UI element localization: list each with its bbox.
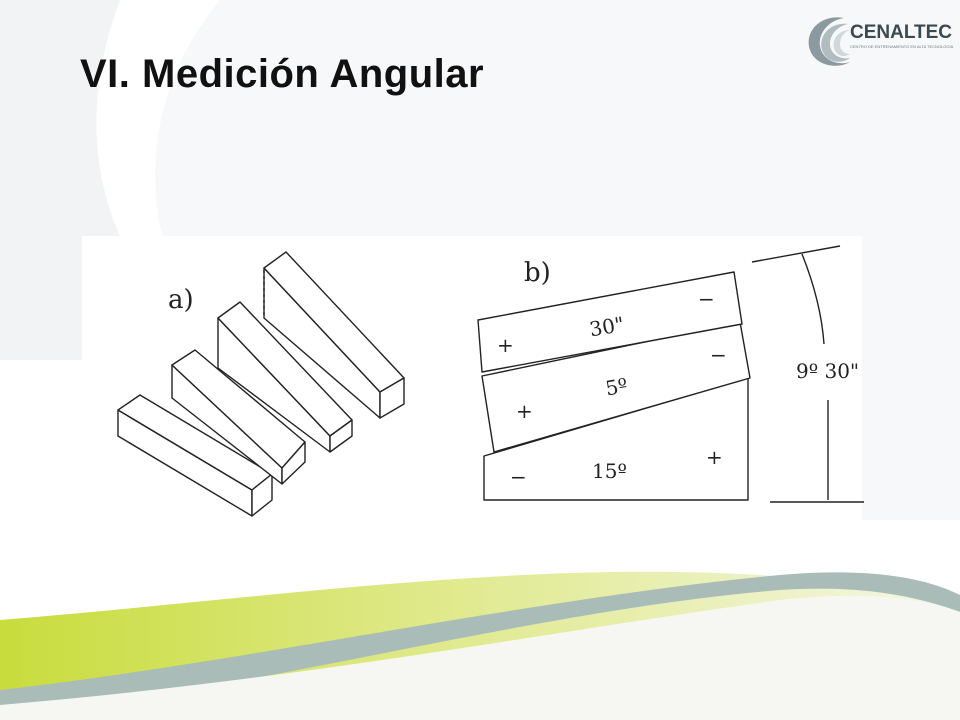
gauge-block-4: [263, 251, 405, 419]
result-angle-label: 9º 30": [796, 359, 859, 383]
gauge-block-3: [217, 301, 353, 453]
reference-top-line: [751, 245, 841, 263]
block-5-left-sign: +: [516, 399, 533, 423]
block-5-right-sign: −: [710, 343, 727, 367]
angle-block-30: [477, 271, 743, 373]
gauge-block-2: [171, 349, 306, 485]
logo-swirl-icon: [808, 17, 850, 66]
block-15-left-sign: −: [510, 465, 527, 489]
gauge-block-1: [117, 394, 273, 517]
figure-b-label: b): [524, 258, 551, 288]
block-30-left-sign: +: [497, 333, 514, 357]
cenaltec-logo: CENALTEC CENTRO DE ENTRENAMIENTO EN ALTA…: [800, 10, 954, 72]
block-5-angle: 5º: [604, 373, 630, 400]
block-15-right-sign: +: [706, 445, 723, 469]
logo-name: CENALTEC: [850, 22, 953, 43]
figure-a-label: a): [168, 285, 194, 315]
block-30-right-sign: −: [698, 287, 715, 311]
angle-arc: [801, 253, 825, 345]
logo-tagline: CENTRO DE ENTRENAMIENTO EN ALTA TECNOLOG…: [850, 44, 954, 49]
block-15-angle: 15º: [592, 459, 627, 483]
slide-title: VI. Medición Angular: [80, 52, 485, 96]
block-30-angle: 30": [588, 312, 626, 342]
